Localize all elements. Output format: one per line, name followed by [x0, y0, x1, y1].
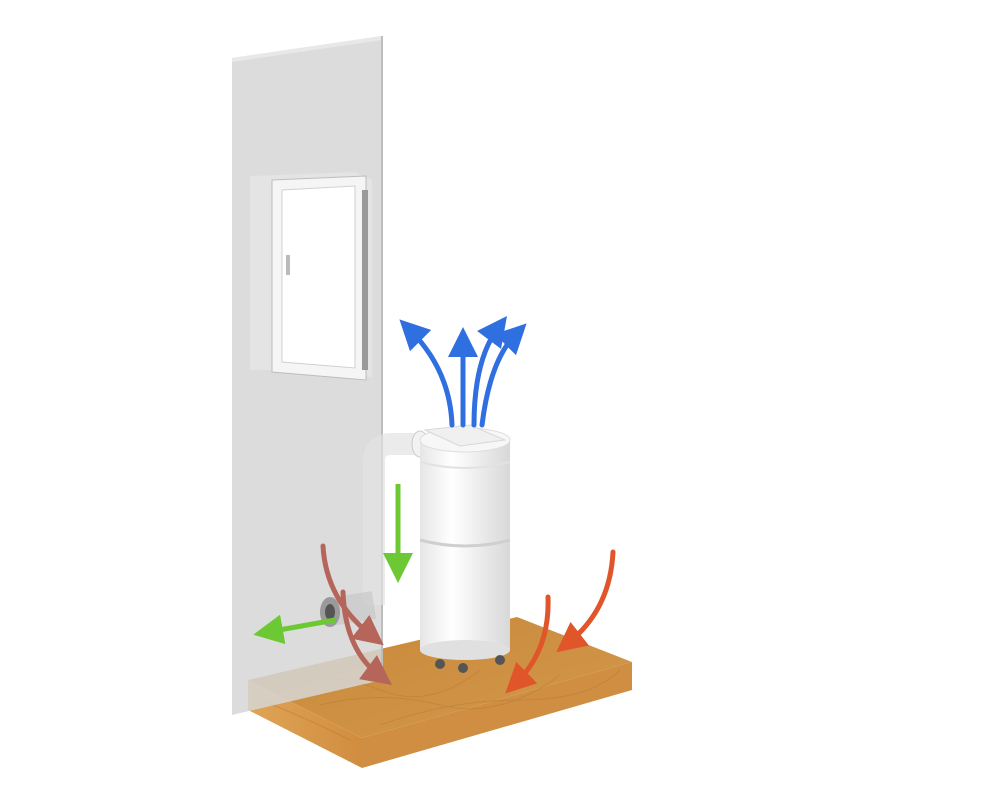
window — [250, 172, 372, 381]
intake-arrow — [505, 594, 551, 694]
intake-arrow — [320, 543, 384, 646]
air-purifier — [419, 424, 511, 673]
clean-air-arrows — [399, 315, 527, 428]
exhaust-arrows — [253, 484, 413, 645]
intake-arrow — [340, 589, 393, 685]
clean-air-arrow — [471, 315, 507, 428]
exhaust-arrow — [253, 614, 336, 645]
wooden-floor — [248, 617, 632, 768]
clean-air-arrow — [399, 319, 455, 428]
intake-arrow — [556, 549, 616, 653]
clean-air-arrow — [479, 323, 527, 428]
intake-arrows — [320, 543, 616, 694]
